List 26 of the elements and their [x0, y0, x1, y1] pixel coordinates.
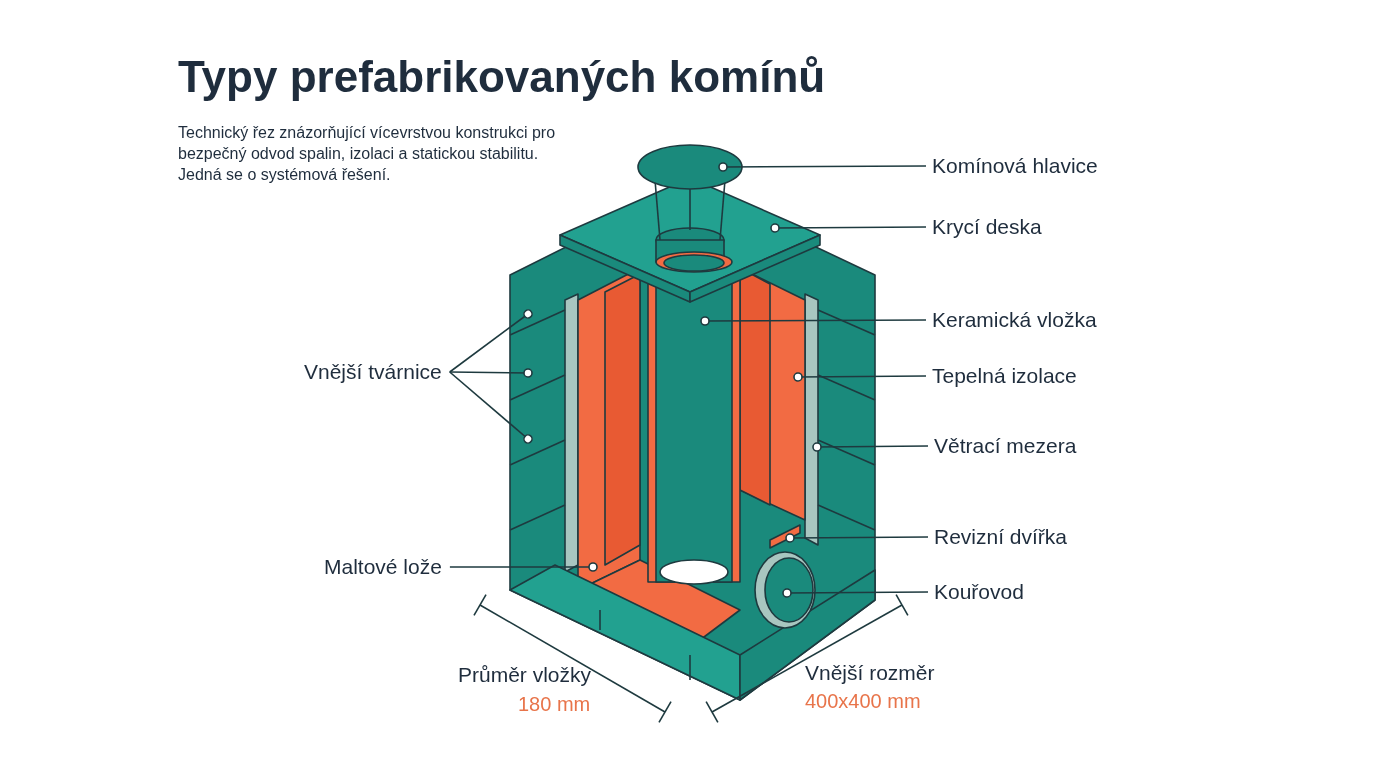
- part-label: Maltové lože: [324, 554, 442, 580]
- leader-line: [448, 371, 533, 444]
- leader-line: [785, 533, 929, 543]
- part-label: Krycí deska: [932, 214, 1042, 240]
- leader-line: [700, 316, 927, 326]
- part-label: Keramická vložka: [932, 307, 1097, 333]
- leader-line: [782, 588, 929, 598]
- description-text: Technický řez znázorňující vícevrstvou konstrukci pro bezpečný odvod spalin, izolaci a statickou stabilitu. Jedná se o systémová řešení.: [178, 123, 557, 185]
- leader-line: [770, 223, 927, 233]
- dimension-value: 400x400 mm: [805, 690, 921, 713]
- part-label: Tepelná izolace: [932, 363, 1077, 389]
- leader-line: [812, 442, 929, 452]
- title: Typy prefabrikovaných komínů: [178, 52, 826, 102]
- leader-line: [448, 309, 533, 373]
- dimension-value: 180 mm: [518, 693, 591, 716]
- dimension-label: Vnější rozměr: [805, 661, 935, 685]
- part-label: Větrací mezera: [934, 433, 1077, 459]
- dimension-label: Průměr vložky: [458, 663, 592, 687]
- leader-line: [718, 162, 927, 172]
- leader-line: [449, 562, 598, 572]
- part-label: Kouřovod: [934, 579, 1024, 605]
- part-label: Revizní dvířka: [934, 524, 1068, 550]
- part-label: Vnější tvárnice: [304, 359, 442, 385]
- part-label: Komínová hlavice: [932, 153, 1098, 179]
- leader-line: [448, 368, 533, 378]
- leader-line: [793, 372, 927, 382]
